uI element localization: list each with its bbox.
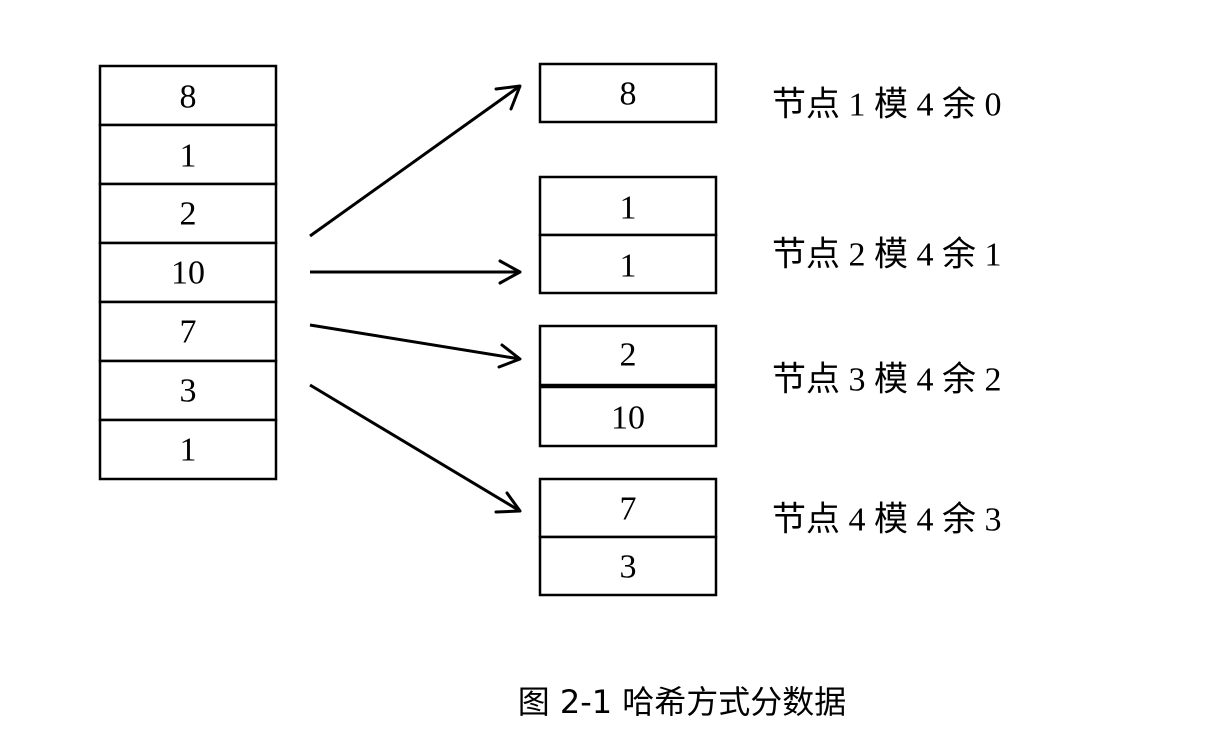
node-cell: 1 <box>538 233 718 295</box>
arrow-to-node-1 <box>309 84 522 238</box>
node-cell: 7 <box>538 477 718 539</box>
node-cell-value: 3 <box>620 549 637 586</box>
node-4-label: 节点 4 模 4 余 3 <box>772 501 1002 539</box>
source-cell: 10 <box>98 241 278 304</box>
source-cell: 3 <box>98 359 278 422</box>
arrow-to-node-2 <box>310 259 522 285</box>
node-cell-value: 10 <box>611 400 645 437</box>
node-cell: 1 <box>538 175 718 237</box>
source-cell-value: 1 <box>180 138 197 175</box>
source-cell: 7 <box>98 300 278 363</box>
source-column: 8 1 2 10 7 3 1 <box>98 64 278 481</box>
source-cell-value: 1 <box>180 432 197 469</box>
node-cell-value: 8 <box>620 76 637 113</box>
node-cell: 3 <box>538 535 718 597</box>
source-cell-value: 2 <box>180 196 197 233</box>
node-1-label: 节点 1 模 4 余 0 <box>772 86 1002 124</box>
source-cell-value: 7 <box>180 314 197 351</box>
source-cell: 1 <box>98 418 278 481</box>
source-cell: 1 <box>98 123 278 186</box>
arrow-to-node-4 <box>309 383 522 514</box>
source-cell: 8 <box>98 64 278 127</box>
node-cell: 8 <box>538 62 718 124</box>
node-cell: 2 <box>538 324 718 387</box>
arrow-to-node-3 <box>309 323 522 369</box>
figure-caption: 图 2-1 哈希方式分数据 <box>518 683 847 721</box>
node-cell: 10 <box>538 385 718 448</box>
source-cell-value: 8 <box>180 79 197 116</box>
node-3-label: 节点 3 模 4 余 2 <box>772 361 1002 399</box>
node-cell-value: 7 <box>620 491 637 528</box>
node-1: 8 节点 1 模 4 余 0 <box>538 62 1002 124</box>
node-cell-value: 2 <box>620 337 637 374</box>
arrows <box>309 84 522 514</box>
node-cell-value: 1 <box>620 190 637 227</box>
node-3: 2 10 节点 3 模 4 余 2 <box>538 324 1002 448</box>
source-cell-value: 3 <box>180 373 197 410</box>
node-cell-value: 1 <box>620 248 637 285</box>
node-2: 1 1 节点 2 模 4 余 1 <box>538 175 1002 295</box>
source-cell-value: 10 <box>171 255 205 292</box>
node-2-label: 节点 2 模 4 余 1 <box>772 236 1002 274</box>
node-4: 7 3 节点 4 模 4 余 3 <box>538 477 1002 597</box>
source-cell: 2 <box>98 182 278 245</box>
